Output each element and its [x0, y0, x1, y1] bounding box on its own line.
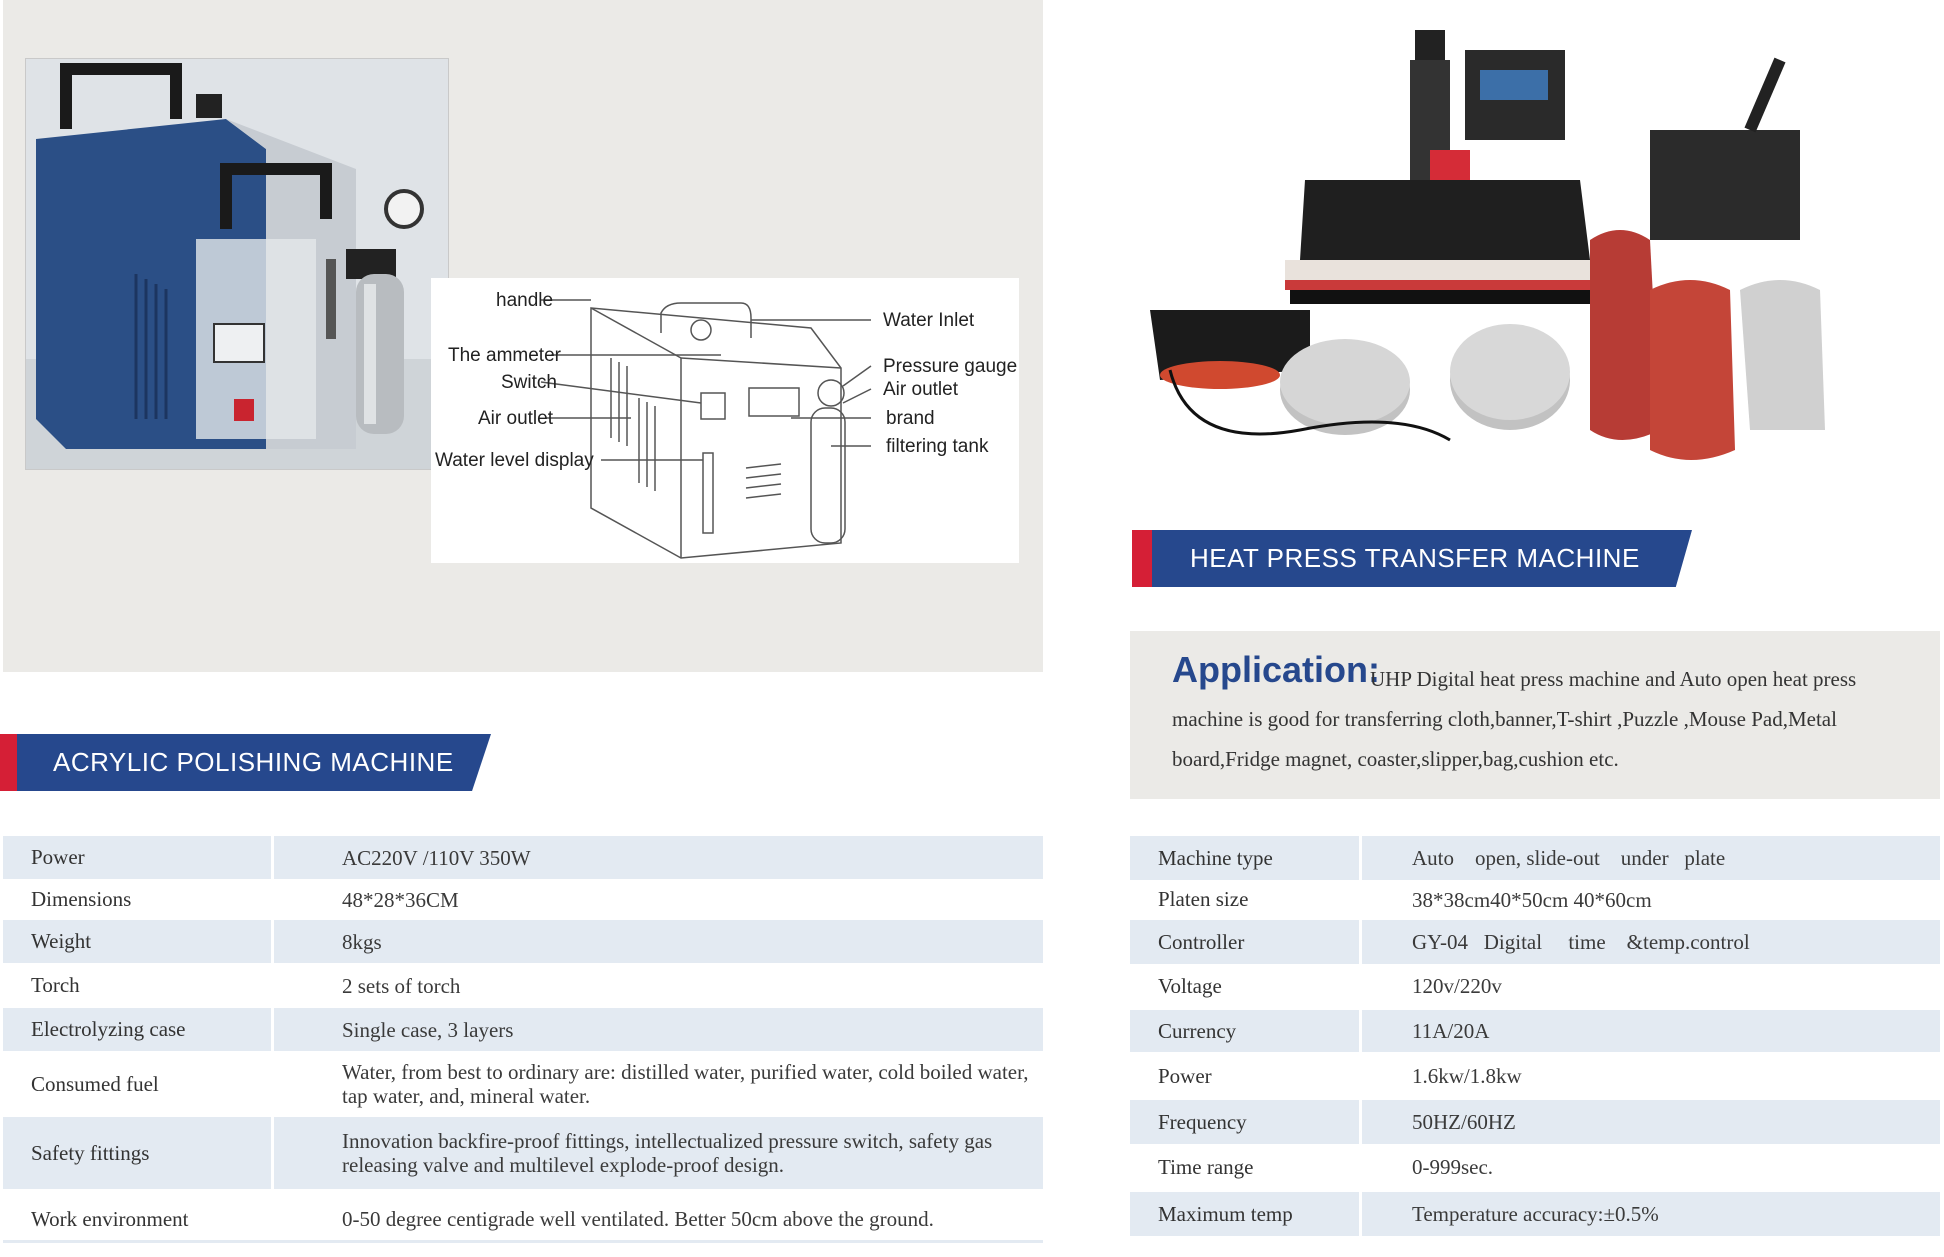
spec-value: Temperature accuracy:±0.5% [1362, 1192, 1940, 1236]
spec-label: Frequency [1130, 1100, 1359, 1144]
table-row: Power 1.6kw/1.8kw [1130, 1054, 1940, 1098]
machine-diagram: handle The ammeter Switch Air outlet Wat… [431, 278, 1019, 563]
spec-label: Currency [1130, 1010, 1359, 1052]
spec-value: 50HZ/60HZ [1362, 1100, 1940, 1144]
heat-press-illustration [1150, 30, 1825, 460]
diagram-label-ammeter: The ammeter [448, 345, 561, 366]
spec-value: 120v/220v [1412, 974, 1502, 998]
table-row: Consumed fuel Water, from best to ordinar… [3, 1053, 1043, 1115]
spec-label: Dimensions [31, 887, 132, 911]
diagram-label-water-level: Water level display [435, 450, 594, 471]
right-heading: HEAT PRESS TRANSFER MACHINE [1152, 530, 1692, 587]
spec-value: GY-04 Digital time &temp.control [1362, 920, 1940, 964]
spec-label: Weight [3, 920, 271, 963]
diagram-label-water-inlet: Water Inlet [883, 310, 975, 331]
spec-value: 2 sets of torch [342, 973, 461, 998]
spec-value: 48*28*36CM [342, 887, 459, 912]
spec-value: Water, from best to ordinary are: distil… [342, 1060, 1029, 1108]
application-title: Application: [1172, 649, 1380, 690]
spec-value: AC220V /110V 350W [274, 836, 1043, 879]
table-row: Platen size 38*38cm40*50cm 40*60cm [1130, 882, 1940, 917]
spec-label: Maximum temp [1130, 1192, 1359, 1236]
diagram-label-air-outlet-right: Air outlet [883, 379, 958, 400]
application-text: UHP Digital heat press machine and Auto … [1172, 667, 1857, 771]
spec-value: 38*38cm40*50cm 40*60cm [1412, 887, 1652, 912]
spec-label: Platen size [1158, 887, 1249, 911]
diagram-label-pressure-gauge: Pressure gauge [883, 356, 1018, 377]
table-row: Torch 2 sets of torch [3, 965, 1043, 1006]
spec-label: Machine type [1130, 836, 1359, 880]
spec-value: Innovation backfire-proof fittings, inte… [274, 1117, 1043, 1189]
spec-label: Power [3, 836, 271, 879]
acrylic-machine-illustration [26, 59, 448, 469]
spec-label: Power [1158, 1063, 1212, 1088]
spec-value: Auto open, slide-out under plate [1362, 836, 1940, 880]
diagram-label-switch: Switch [501, 372, 557, 393]
spec-label: Time range [1158, 1154, 1254, 1179]
left-heading: ACRYLIC POLISHING MACHINE [17, 734, 491, 791]
table-row: Time range 0-999sec. [1130, 1146, 1940, 1188]
spec-label: Work environment [31, 1206, 189, 1231]
spec-label: Controller [1130, 920, 1359, 964]
heat-press-photo [1150, 30, 1850, 470]
spec-value: 11A/20A [1362, 1010, 1940, 1052]
spec-label: Torch [31, 973, 80, 997]
table-row: Dimensions 48*28*36CM [3, 881, 1043, 918]
spec-label: Consumed fuel [31, 1071, 159, 1096]
spec-value: Single case, 3 layers [274, 1008, 1043, 1051]
diagram-label-brand: brand [886, 408, 935, 429]
diagram-drawing [540, 299, 872, 559]
spec-label: Voltage [1158, 973, 1222, 998]
table-row: Work environment 0-50 degree centigrade w… [3, 1191, 1043, 1247]
diagram-label-air-outlet-left: Air outlet [478, 408, 553, 429]
diagram-label-handle: handle [496, 290, 554, 311]
spec-label: Safety fittings [3, 1117, 271, 1189]
table-row: Voltage 120v/220v [1130, 966, 1940, 1006]
left-heading-accent [0, 734, 20, 791]
diagram-label-filtering-tank: filtering tank [886, 436, 989, 457]
machine-photo [25, 58, 449, 470]
application-box: Application: UHP Digital heat press mach… [1130, 631, 1940, 799]
spec-value: 8kgs [274, 920, 1043, 963]
spec-value: 0-999sec. [1412, 1155, 1494, 1179]
table-bottom-rule [3, 1240, 1043, 1243]
spec-value: 0-50 degree centigrade well ventilated. … [342, 1207, 934, 1231]
spec-value: 1.6kw/1.8kw [1412, 1064, 1522, 1088]
spec-label: Electrolyzing case [3, 1008, 271, 1051]
